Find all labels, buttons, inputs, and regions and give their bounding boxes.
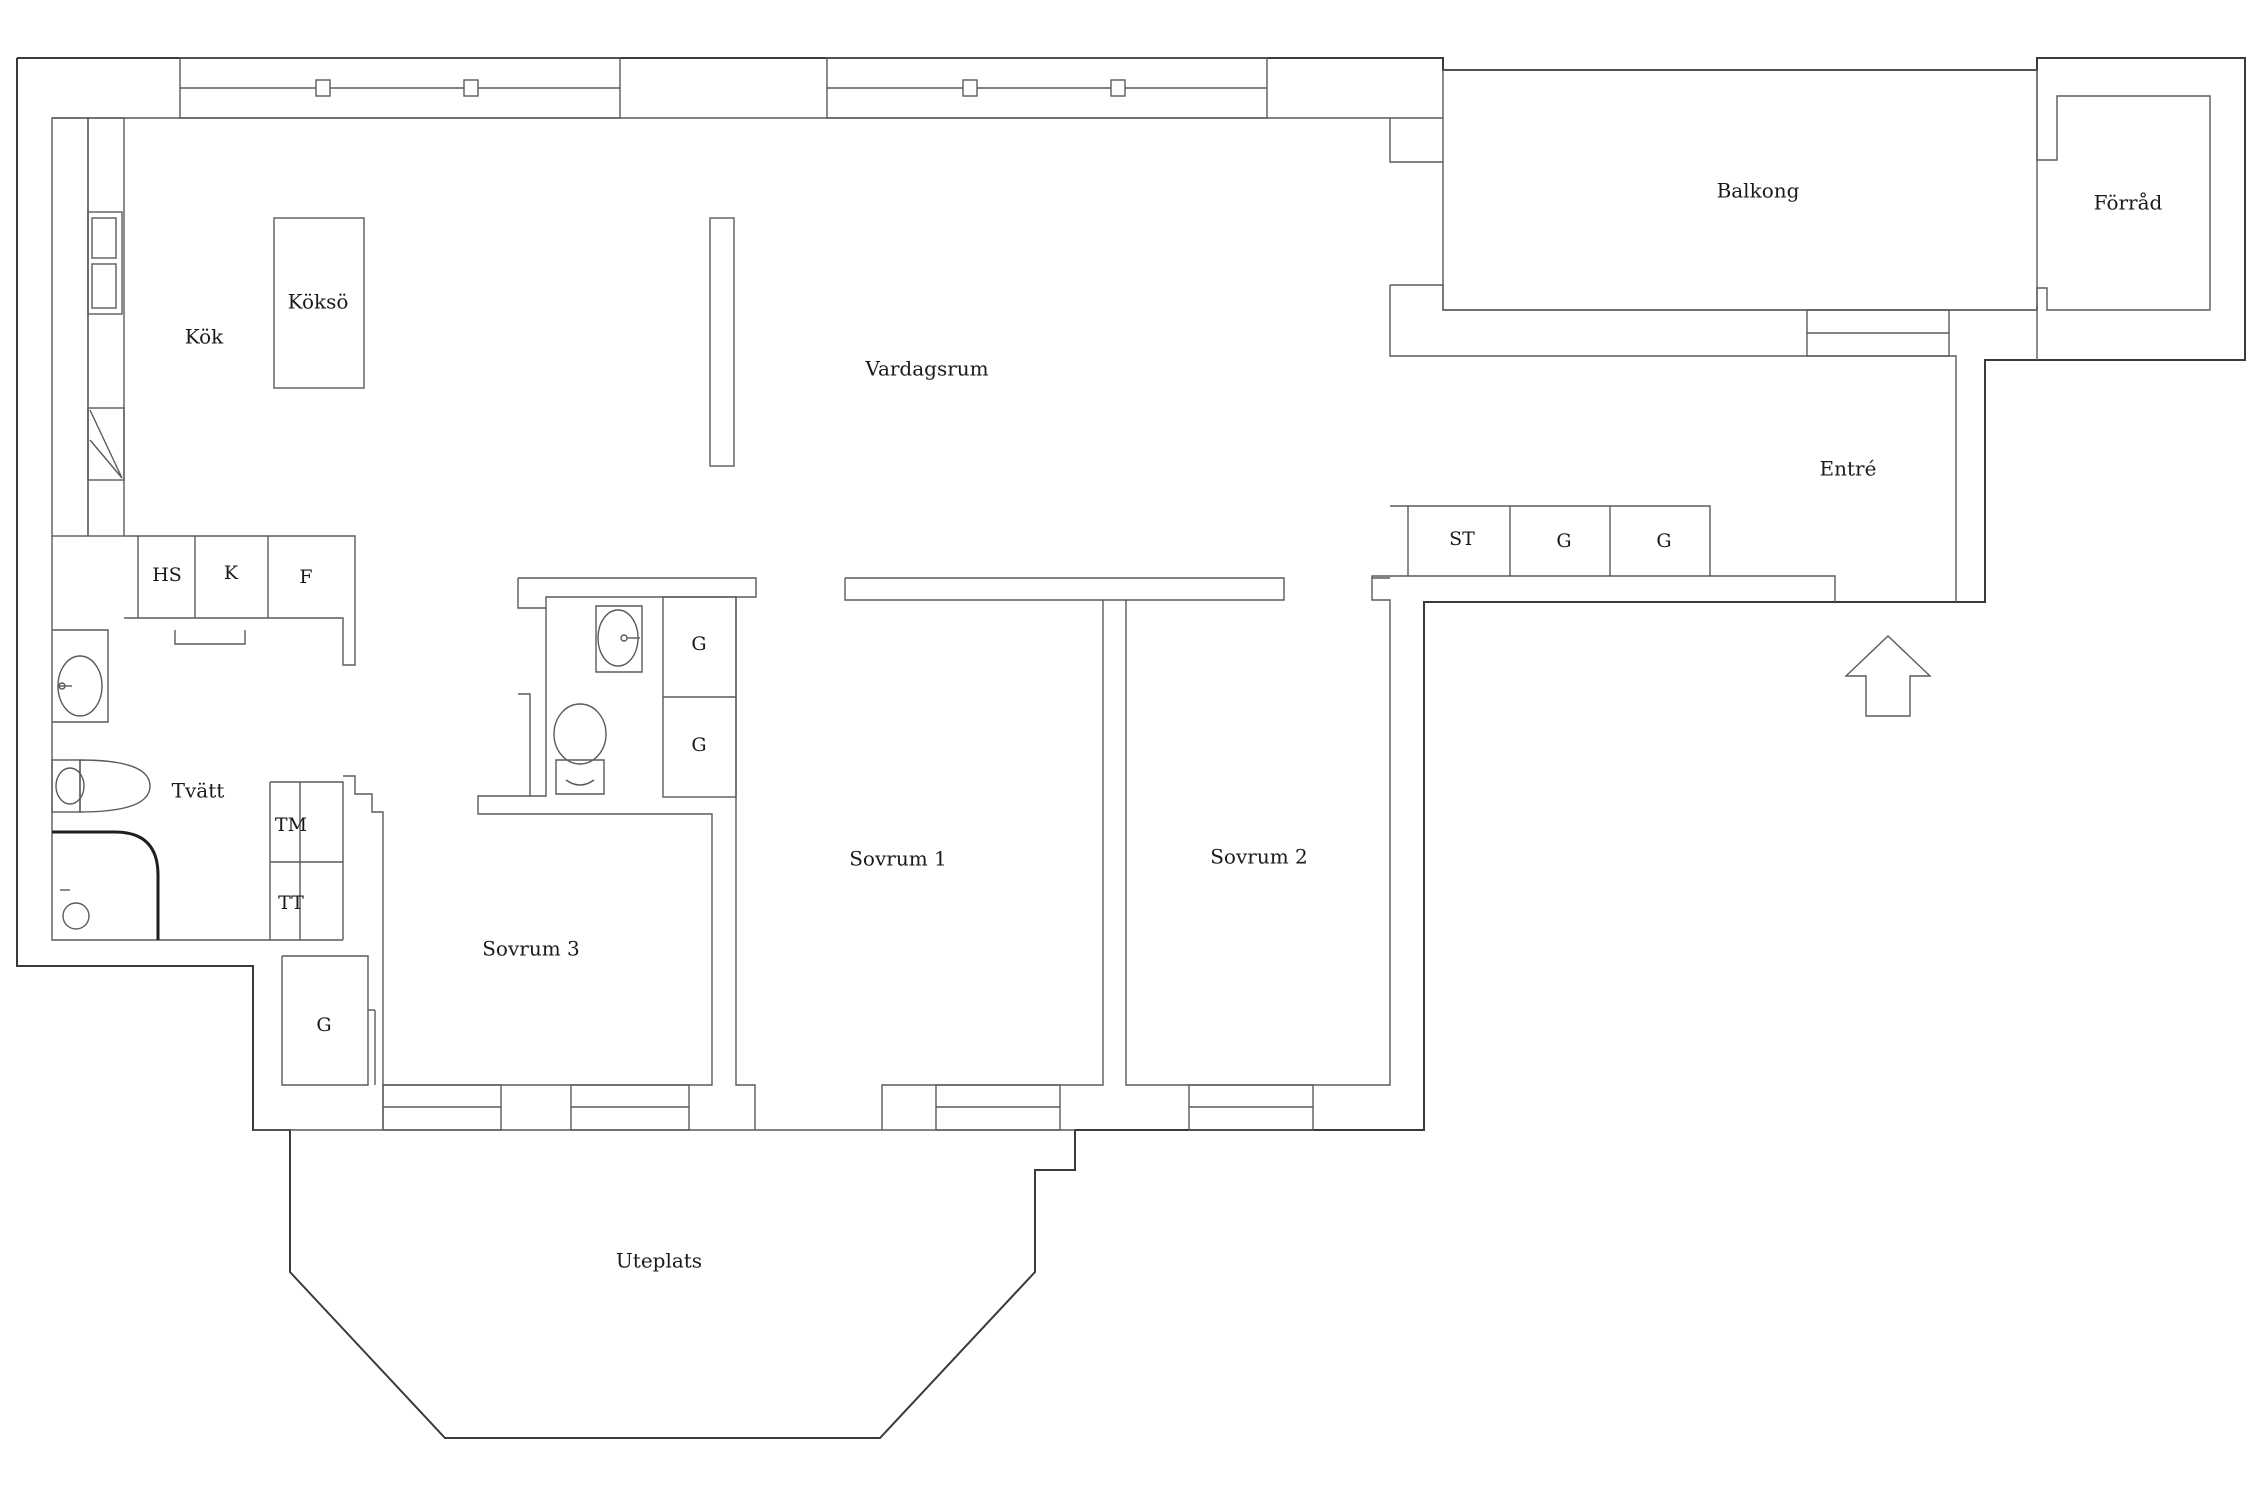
fixture-label-k: K [224, 562, 239, 584]
room-label-entre: Entré [1820, 457, 1877, 481]
room-label-forrad: Förråd [2094, 191, 2163, 215]
sovrum-3-walls [281, 955, 690, 1131]
wc-area [383, 577, 757, 1086]
entre-closets [1371, 505, 1836, 602]
fixture-label-hs: HS [152, 564, 182, 586]
fixture-label-st: ST [1449, 528, 1475, 550]
balkong-area [1390, 69, 2038, 357]
room-label-balkong: Balkong [1717, 179, 1800, 203]
room-label-tvatt: Tvätt [172, 779, 225, 803]
toilet-icon [51, 759, 151, 813]
kitchen-island [273, 217, 365, 389]
fixture-label-g-entre-1: G [1556, 530, 1571, 552]
windows-top [179, 57, 1268, 119]
room-label-kokso: Köksö [288, 290, 349, 314]
laundry-room [51, 536, 384, 1085]
fixture-label-tm: TM [275, 814, 307, 836]
fixture-label-tt: TT [278, 892, 304, 914]
fixture-label-f: F [299, 566, 312, 588]
fixture-label-g-entre-2: G [1656, 530, 1671, 552]
sovrum-1-walls [735, 577, 1285, 1131]
room-label-vardagsrum: Vardagsrum [864, 357, 988, 381]
living-room-divider [709, 217, 735, 467]
appliance-cabinets [124, 535, 356, 666]
entrance-arrow-icon [1844, 635, 1932, 717]
wc-sink-icon [595, 605, 643, 673]
room-label-sovrum-2: Sovrum 2 [1210, 845, 1308, 869]
kitchen-counter [51, 117, 125, 537]
shower-icon [52, 830, 160, 940]
fixture-label-g-wc-1: G [691, 633, 706, 655]
wc-toilet-icon [553, 703, 607, 795]
room-label-uteplats: Uteplats [616, 1249, 702, 1273]
room-label-sovrum-1: Sovrum 1 [849, 847, 947, 871]
fixture-label-g-wc-2: G [691, 734, 706, 756]
room-label-sovrum-3: Sovrum 3 [482, 937, 580, 961]
outer-walls [16, 57, 2246, 1439]
fixture-label-g-sovrum-3: G [316, 1014, 331, 1036]
room-label-kok: Kök [185, 325, 224, 349]
